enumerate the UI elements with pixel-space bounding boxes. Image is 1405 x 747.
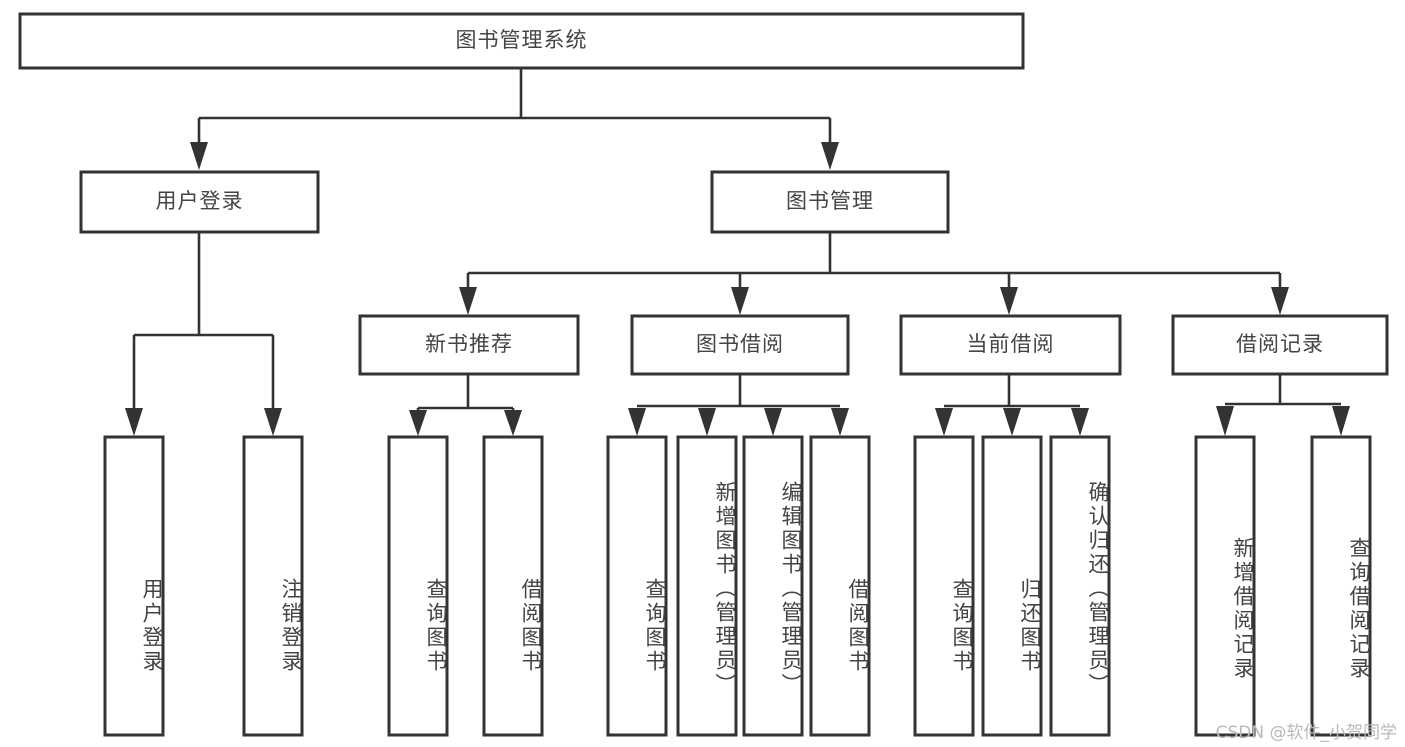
arrow-book-manage-to-book-borrow: [731, 287, 749, 315]
node-box-leaf-borrow-book-2[interactable]: [809, 435, 871, 737]
node-box-borrow-record[interactable]: [1171, 314, 1389, 376]
edge-group-book-manage: [459, 232, 1289, 315]
node-box-leaf-query-book-2[interactable]: [606, 435, 668, 737]
node-box-leaf-query-book-1[interactable]: [387, 435, 449, 737]
node-box-leaf-add-book[interactable]: [676, 435, 738, 737]
edge-group-borrow-record: [1216, 374, 1350, 436]
node-box-leaf-user-login[interactable]: [103, 435, 165, 737]
arrow-book-borrow-to-leaf1: [628, 408, 646, 436]
edge-group-current-borrow: [935, 374, 1089, 436]
node-box-book-borrow[interactable]: [630, 314, 850, 376]
node-box-leaf-edit-book[interactable]: [742, 435, 804, 737]
node-box-book-manage[interactable]: [710, 170, 950, 234]
arrow-root-to-book-manage: [821, 142, 839, 170]
arrow-user-login-to-leaf2: [264, 408, 282, 436]
arrow-user-login-to-leaf1: [125, 408, 143, 436]
node-box-leaf-query-record[interactable]: [1310, 435, 1372, 737]
arrow-new-book-to-leaf2: [504, 410, 522, 436]
node-box-root[interactable]: [18, 12, 1025, 70]
arrow-current-borrow-to-leaf1: [935, 408, 953, 436]
arrow-borrow-record-to-leaf2: [1332, 406, 1350, 436]
node-box-leaf-borrow-book-1[interactable]: [482, 435, 544, 737]
node-box-leaf-logout[interactable]: [242, 435, 304, 737]
arrow-book-borrow-to-leaf3: [764, 408, 782, 436]
node-box-current-borrow[interactable]: [899, 314, 1122, 376]
node-box-leaf-confirm-return[interactable]: [1049, 435, 1111, 737]
arrow-current-borrow-to-leaf2: [1003, 408, 1021, 436]
arrow-book-borrow-to-leaf4: [831, 408, 849, 436]
arrow-root-to-user-login: [190, 142, 208, 170]
node-box-new-book-rec[interactable]: [358, 314, 580, 376]
node-box-leaf-return-book[interactable]: [981, 435, 1043, 737]
node-box-leaf-add-record[interactable]: [1194, 435, 1256, 737]
arrow-borrow-record-to-leaf1: [1216, 406, 1234, 436]
arrow-book-manage-to-current-borrow: [1000, 287, 1018, 315]
arrow-book-manage-to-new-book: [459, 287, 477, 315]
edge-group-new-book-rec: [409, 374, 522, 436]
edge-group-root: [190, 68, 839, 170]
node-box-user-login[interactable]: [79, 170, 320, 234]
node-box-leaf-query-book-3[interactable]: [913, 435, 975, 737]
arrow-book-borrow-to-leaf2: [698, 408, 716, 436]
arrow-new-book-to-leaf1: [409, 410, 427, 436]
arrow-book-manage-to-borrow-record: [1271, 287, 1289, 315]
edge-group-user-login: [125, 232, 282, 436]
arrow-current-borrow-to-leaf3: [1071, 408, 1089, 436]
edge-group-book-borrow: [628, 374, 849, 436]
